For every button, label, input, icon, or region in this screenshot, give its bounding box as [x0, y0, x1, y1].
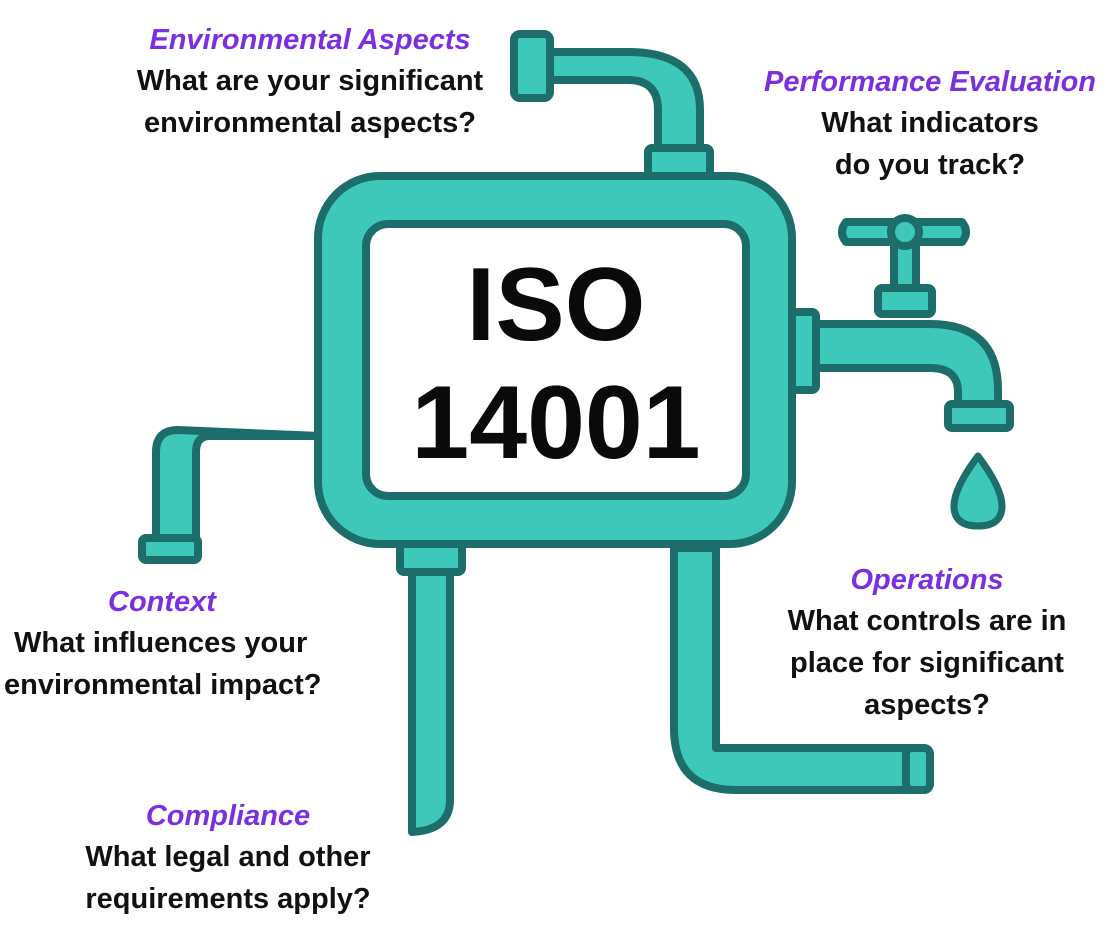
- top-pipe: [544, 48, 704, 162]
- environmental-aspects-line1: What are your significant: [136, 65, 484, 97]
- top-pipe-end: [510, 30, 554, 102]
- environmental-aspects-block: Environmental Aspects What are your sign…: [100, 20, 520, 144]
- environmental-aspects-line2: environmental aspects?: [144, 107, 476, 139]
- lower-left-pipe: [408, 556, 454, 836]
- iso-14001-label: ISO 14001: [370, 228, 742, 492]
- performance-evaluation-line1: What indicators: [821, 107, 1039, 139]
- tap-base: [874, 284, 936, 318]
- context-title: Context: [108, 586, 216, 618]
- left-pipe: [152, 426, 324, 552]
- operations-line3: aspects?: [864, 689, 990, 721]
- compliance-title: Compliance: [145, 800, 311, 832]
- compliance-block: Compliance What legal and other requirem…: [60, 796, 396, 920]
- performance-evaluation-block: Performance Evaluation What indicators d…: [744, 62, 1116, 186]
- left-pipe-end: [138, 534, 202, 564]
- tap-nozzle: [944, 400, 1014, 432]
- operations-block: Operations What controls are in place fo…: [768, 560, 1086, 726]
- context-line2: environmental impact?: [4, 669, 322, 701]
- water-drop-icon: [950, 452, 1006, 530]
- performance-evaluation-line2: do you track?: [834, 149, 1026, 181]
- compliance-line2: requirements apply?: [85, 883, 371, 915]
- tank-window: [362, 220, 750, 500]
- context-block: Context What influences your environment…: [0, 582, 346, 706]
- operations-line2: place for significant: [790, 647, 1064, 679]
- compliance-line1: What legal and other: [85, 841, 371, 873]
- iso-label-line1: ISO: [466, 247, 646, 363]
- environmental-aspects-title: Environmental Aspects: [149, 24, 471, 56]
- operations-line1: What controls are in: [787, 605, 1067, 637]
- iso-label-line2: 14001: [411, 365, 701, 481]
- tap-handle-hub: [887, 214, 923, 250]
- performance-evaluation-title: Performance Evaluation: [764, 66, 1096, 98]
- context-line1: What influences your: [14, 627, 308, 659]
- lower-left-collar: [396, 540, 466, 576]
- operations-title: Operations: [850, 564, 1004, 596]
- top-pipe-collar: [644, 144, 714, 180]
- lower-right-pipe-end: [902, 744, 934, 794]
